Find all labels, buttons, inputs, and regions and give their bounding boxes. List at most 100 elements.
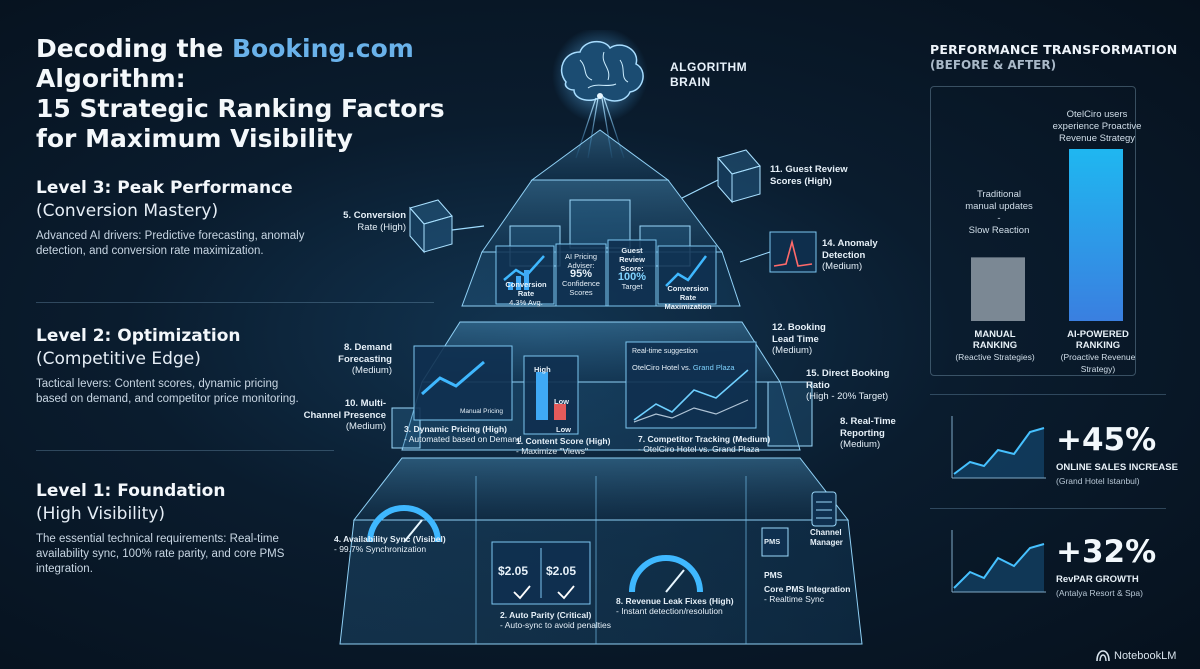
gauge-icon-2 — [629, 555, 703, 593]
factor-title: 14. Anomaly — [822, 238, 878, 249]
factor-sub: (Medium) — [772, 345, 813, 356]
factor-title: 12. Booking — [772, 322, 826, 333]
screen-text: - Automated based on Demand — [404, 434, 522, 444]
factor-anomaly-detection: 14. Anomaly Detection (Medium) — [822, 238, 878, 273]
stat-revpar-growth: +32% RevPAR GROWTH (Antalya Resort & Spa… — [944, 524, 1184, 614]
manual-note: Traditional manual updates - Slow Reacti… — [949, 189, 1049, 237]
factor-multi-channel: 10. Multi- Channel Presence (Medium) — [290, 398, 386, 433]
divider — [36, 302, 434, 303]
screen-text: - Instant detection/resolution — [616, 606, 723, 616]
screen-text: - 99.7% Synchronization — [334, 544, 427, 554]
factor-title: Channel Presence — [303, 409, 386, 421]
trend-up-icon — [503, 255, 545, 281]
floating-cube-left — [409, 199, 485, 254]
screen-text: 2. Auto Parity (Critical) — [500, 610, 592, 620]
screen-conversion-rate: Conversion Rate 4.3% Avg. — [498, 280, 554, 307]
factor-guest-review: 11. Guest Review Scores (High) — [770, 164, 848, 187]
screen-content-score: 1. Content Score (High) - Maximize "View… — [516, 436, 610, 456]
factor-title: Lead Time — [772, 333, 819, 345]
level-description: Tactical levers: Content scores, dynamic… — [36, 378, 299, 405]
factor-title: 8. Real-Time — [840, 416, 896, 427]
screen-text: OtelCiro Hotel — [632, 363, 680, 372]
category-label: RANKING — [1075, 340, 1121, 351]
screen-text: PMS — [764, 537, 781, 546]
screen-conversion-max: Conversion Rate Maximization — [660, 284, 716, 311]
factor-title: 10. Multi- — [344, 398, 386, 409]
title-accent: Booking.com — [231, 34, 414, 63]
factor-title: 15. Direct Booking — [806, 368, 890, 379]
screen-text: Manual Pricing — [460, 408, 503, 415]
note-line: experience Proactive — [1052, 121, 1142, 132]
screen-text: - OtelCiro Hotel vs. Grand Plaza — [638, 444, 760, 454]
screen-text: High — [534, 365, 551, 374]
brain-label-line: BRAIN — [670, 75, 711, 89]
screen-text: 7. Competitor Tracking (Medium) — [638, 434, 771, 444]
level-subheading: (Competitive Edge) — [36, 349, 201, 369]
screen-availability-sync: 4. Availability Sync (Visibel) - 99.7% S… — [334, 534, 446, 554]
level-subheading: (Conversion Mastery) — [36, 201, 219, 221]
footer-brand-text: NotebookLM — [1114, 650, 1177, 662]
factor-sub: Scores (High) — [770, 175, 832, 187]
pyramid-diagram: ALGORITHM BRAIN 11. Guest Review Scores … — [270, 30, 920, 669]
factor-title: Detection — [822, 249, 866, 261]
factor-real-time-reporting: 8. Real-Time Reporting (Medium) — [840, 416, 896, 451]
parity-screen — [491, 541, 591, 605]
bar-label-low: Low — [554, 396, 569, 408]
level-description: Advanced AI drivers: Predictive forecast… — [36, 230, 305, 257]
level-heading: Level 2: Optimization — [36, 326, 241, 346]
stat-sub: (Grand Hotel Istanbul) — [1056, 476, 1140, 486]
bar-label-high: High — [534, 364, 551, 376]
title-text: Algorithm: — [36, 64, 186, 93]
screen-value: 100% — [617, 271, 647, 283]
pms-tile — [761, 527, 789, 557]
category-sub: (Proactive Revenue — [1060, 352, 1136, 362]
note-line: - — [997, 213, 1001, 224]
screen-competitor-names: OtelCiro Hotel vs. Grand Plaza — [632, 362, 735, 374]
bar-ai-ranking — [1069, 149, 1123, 321]
factor-sub: (High - 20% Target) — [806, 391, 889, 402]
revpar-trend-chart — [951, 530, 1046, 593]
screen-text: Low — [556, 425, 571, 434]
title-line-2: 15 Strategic Ranking Factors — [36, 94, 445, 123]
screen-guest-review: Guest Review Score: 100% Target — [609, 246, 655, 291]
screen-text: - Auto-sync to avoid penalties — [500, 620, 612, 630]
manual-category: MANUAL RANKING (Reactive Strategies) — [943, 329, 1047, 363]
factor-conversion-rate: 5. Conversion Rate (High) — [320, 210, 406, 233]
screen-text: Target — [621, 282, 643, 291]
stat-sub: (Antalya Resort & Spa) — [1056, 588, 1143, 598]
notebooklm-brand: NotebookLM — [1096, 650, 1176, 662]
screen-text: - Realtime Sync — [764, 594, 824, 604]
trend-up-icon — [665, 255, 707, 287]
category-label: RANKING — [972, 340, 1018, 351]
screen-text: Core PMS Integration — [764, 584, 851, 594]
factor-demand-forecasting: 8. Demand Forecasting (Medium) — [310, 342, 392, 377]
screen-text: Score: — [620, 264, 644, 273]
floating-cube-right — [681, 149, 761, 204]
factor-title: 11. Guest Review — [770, 164, 848, 175]
screen-text: 3. Dynamic Pricing (High) — [404, 424, 507, 434]
screen-text: 4.3% Avg. — [509, 298, 543, 307]
divider — [930, 394, 1166, 395]
screen-revenue-leak: 8. Revenue Leak Fixes (High) - Instant d… — [616, 596, 734, 616]
trend-up-icon — [421, 360, 485, 396]
title-line-1: Decoding the Booking.com Algorithm: — [36, 34, 506, 94]
price-value-a: $2.05 — [498, 565, 528, 578]
screen-auto-parity: 2. Auto Parity (Critical) - Auto-sync to… — [500, 610, 611, 630]
ai-category: AI-POWERED RANKING (Proactive Revenue St… — [1043, 329, 1153, 375]
screen-text: Guest — [621, 246, 643, 255]
category-sub: Strategy) — [1080, 364, 1116, 374]
screen-core-pms: Core PMS Integration - Realtime Sync — [764, 584, 850, 604]
ai-note: OtelCiro users experience Proactive Reve… — [1039, 109, 1155, 145]
screen-text: - Maximize "Views" — [516, 446, 589, 456]
pms-tile-label: PMS — [764, 536, 780, 548]
server-icon — [811, 491, 837, 527]
factor-title: 8. Demand — [343, 342, 392, 353]
factor-title: 5. Conversion — [343, 210, 406, 221]
screen-text: PMS — [764, 570, 783, 580]
pyramid-level-1 — [339, 457, 863, 645]
check-icon — [557, 585, 575, 600]
screen-manual-pricing: Manual Pricing — [460, 406, 503, 418]
screen-text: Conversion Rate — [505, 280, 547, 298]
stat-value: +32% — [1056, 534, 1157, 570]
level-2-screens — [413, 341, 757, 435]
